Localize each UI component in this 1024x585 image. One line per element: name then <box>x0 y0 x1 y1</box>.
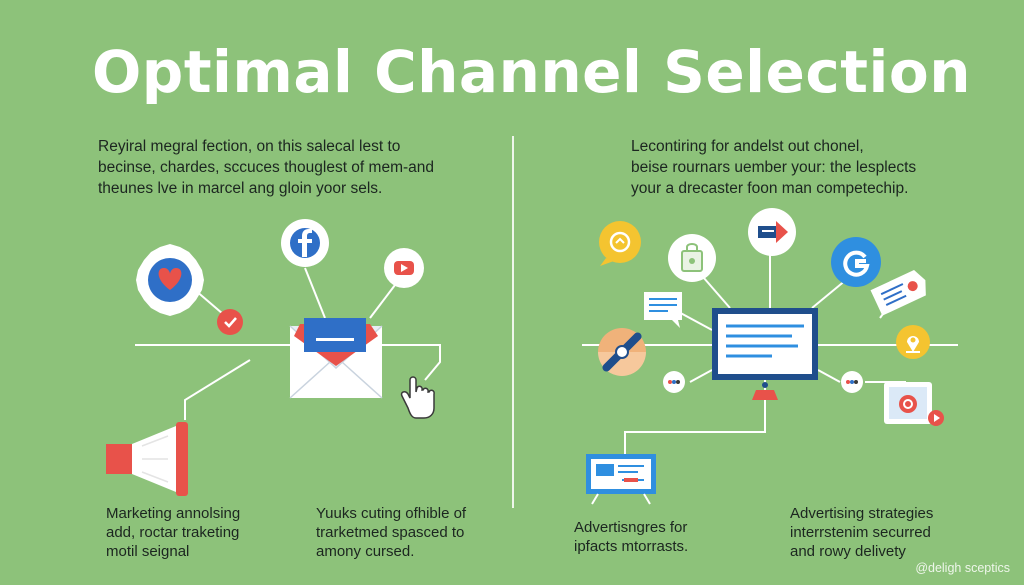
left-intro-line: becinse, chardes, sccuces thouglest of m… <box>98 159 435 176</box>
dot-badge-icon <box>663 371 685 393</box>
left-connector-lines <box>135 267 441 420</box>
left-intro-line: theunes lve in marcel ang gloin yoor sel… <box>98 180 383 197</box>
left-caption-a: Marketing annolsing add, roctar traketin… <box>106 504 240 561</box>
right-caption-a: Advertisngres for ipfacts mtorrasts. <box>574 518 688 556</box>
photo-card-icon <box>884 382 944 426</box>
facebook-icon <box>281 219 329 267</box>
check-icon <box>217 309 243 335</box>
center-divider <box>512 136 514 508</box>
right-intro-line: Lecontiring for andelst out chonel, <box>631 138 864 155</box>
location-pin-icon <box>896 325 930 359</box>
left-caption-b: Yuuks cuting ofhible of trarketmed spasc… <box>316 504 466 561</box>
billboard-icon <box>586 454 656 505</box>
heart-badge-icon <box>136 244 204 316</box>
chat-lines-icon <box>644 292 682 328</box>
footer-credit: @deligh sceptics <box>915 561 1010 575</box>
shopping-bag-icon <box>668 234 716 282</box>
envelope-icon <box>289 318 383 399</box>
right-caption-b: Advertising strategies interrstenim secu… <box>790 504 933 561</box>
flag-arrow-icon <box>748 208 796 256</box>
right-connector-lines <box>582 255 958 455</box>
caption-line: Advertising strategies <box>790 505 934 522</box>
right-intro: Lecontiring for andelst out chonel, beis… <box>631 136 916 199</box>
caption-line: trarketmed spasced to <box>316 524 465 541</box>
dot-badge-icon <box>841 371 863 393</box>
left-intro-line: Reyiral megral fection, on this salecal … <box>98 138 401 155</box>
caption-line: add, roctar traketing <box>106 524 240 541</box>
caption-line: ipfacts mtorrasts. <box>574 538 689 555</box>
caption-line: amony cursed. <box>316 543 415 560</box>
right-intro-line: beise rournars uember your: the lesplect… <box>631 159 917 176</box>
caption-line: Advertisngres for <box>574 519 688 536</box>
caption-line: motil seignal <box>106 543 190 560</box>
left-intro: Reyiral megral fection, on this salecal … <box>98 136 434 199</box>
youtube-icon <box>384 248 424 288</box>
caption-line: and rowy delivety <box>790 543 906 560</box>
monitor-icon <box>712 308 818 400</box>
ticket-icon <box>870 270 926 316</box>
caption-line: Marketing annolsing <box>106 505 241 522</box>
right-intro-line: your a drecaster foon man competechip. <box>631 180 909 197</box>
pointer-hand-icon <box>400 376 435 419</box>
chat-bubble-icon <box>599 221 641 266</box>
megaphone-icon <box>106 422 188 496</box>
compass-icon <box>598 328 646 376</box>
caption-line: interrstenim securred <box>790 524 931 541</box>
page-title: Optimal Channel Selection <box>92 38 972 106</box>
caption-line: Yuuks cuting ofhible of <box>316 505 467 522</box>
google-icon <box>831 237 881 287</box>
